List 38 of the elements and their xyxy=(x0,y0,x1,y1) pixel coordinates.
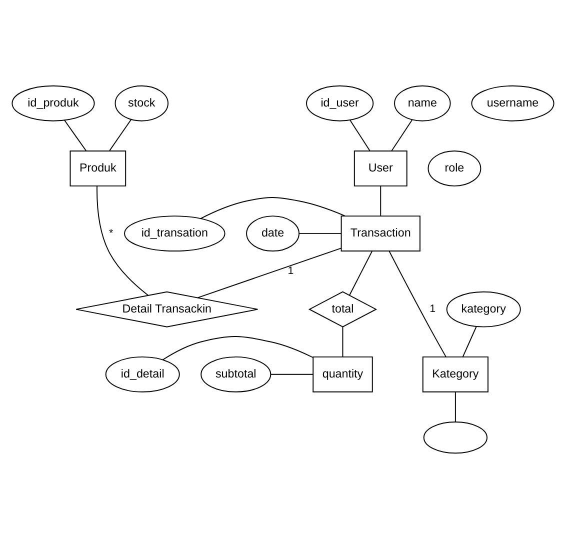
node-box: User xyxy=(354,150,408,186)
node-diamond: Detail Transackin xyxy=(76,290,258,327)
node-ellipse: username xyxy=(471,84,554,121)
connector xyxy=(200,196,346,219)
connector xyxy=(298,232,342,234)
node-ellipse: id_user xyxy=(306,84,374,121)
connector xyxy=(391,118,413,151)
connector xyxy=(350,119,370,151)
connector xyxy=(454,391,456,422)
connector xyxy=(270,373,314,374)
connector xyxy=(109,118,132,151)
connector xyxy=(380,185,382,216)
node-box: Produk xyxy=(70,150,126,186)
node-ellipse: id_produk xyxy=(12,84,95,121)
node-ellipse: role xyxy=(428,150,482,186)
node-ellipse: subtotal xyxy=(200,356,272,392)
node-ellipse: stock xyxy=(114,84,169,121)
node-box: quantity xyxy=(312,356,373,392)
connector xyxy=(64,119,87,151)
node-ellipse: name xyxy=(394,84,451,121)
node-box: Kategory xyxy=(422,356,488,392)
node-box: Transaction xyxy=(340,215,420,252)
connector xyxy=(342,326,344,357)
node-ellipse: kategory xyxy=(446,290,521,327)
connector xyxy=(349,250,373,296)
node-ellipse: id_detail xyxy=(105,356,180,392)
connector xyxy=(388,250,446,357)
connector xyxy=(197,247,342,298)
connector xyxy=(162,336,314,360)
node-ellipse xyxy=(423,421,488,454)
connector xyxy=(96,185,149,296)
edge-label: 1 xyxy=(430,302,436,315)
edge-label: * xyxy=(108,226,114,239)
edge-label: 1 xyxy=(288,264,294,277)
node-ellipse: id_transation xyxy=(124,215,226,252)
connector xyxy=(462,326,477,357)
node-ellipse: date xyxy=(246,215,300,252)
node-diamond: total xyxy=(308,290,378,327)
